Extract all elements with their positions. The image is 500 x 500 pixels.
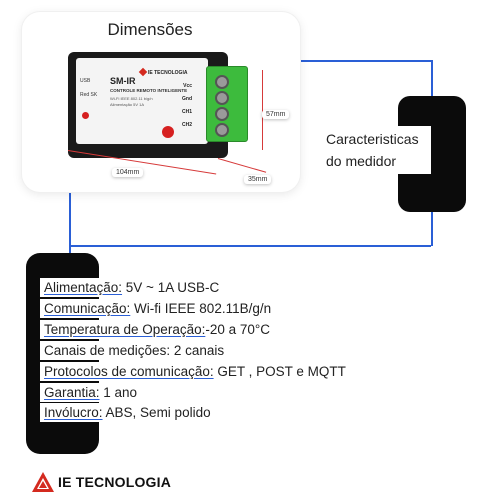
terminal-block <box>206 66 248 142</box>
device-pin-labels: Vcc Gnd CH1 CH2 <box>182 83 193 128</box>
device-model: SM-IR <box>110 76 136 86</box>
device-subtitle: CONTROLE REMOTO INTELIGENTE <box>110 88 188 93</box>
characteristics-label: Caracteristicas do medidor <box>316 126 431 174</box>
brand-logo-icon <box>32 472 54 492</box>
spec-row: Comunicação: Wi-fi IEEE 802.11B/g/n <box>40 299 276 318</box>
spec-row: Garantia: 1 ano <box>40 383 142 402</box>
height-dimension-label: 57mm <box>262 110 290 119</box>
wifi-icon <box>162 126 174 138</box>
status-led-icon <box>82 112 89 119</box>
device-spec-lines: Wi-Fi IEEE 802.11 b/g/n Alimentação 5V 1… <box>110 96 153 107</box>
screw-icon <box>215 91 229 105</box>
connector-line-right <box>431 60 433 96</box>
spec-row: Alimentação: 5V ~ 1A USB-C <box>40 278 224 297</box>
device-brand: IE TECNOLOGIA <box>148 70 188 76</box>
connector-line-mid <box>69 245 431 247</box>
device-brand-logo-icon <box>138 67 148 77</box>
screw-icon <box>215 107 229 121</box>
width-dimension-label: 104mm <box>112 168 144 177</box>
spec-row: Temperatura de Operação:-20 a 70°C <box>40 320 275 339</box>
screw-icon <box>215 123 229 137</box>
spec-row: Canais de medições: 2 canais <box>40 341 229 360</box>
depth-dimension-label: 35mm <box>244 175 272 184</box>
spec-row: Protocolos de comunicação: GET , POST e … <box>40 362 350 381</box>
device-side-text: USB Red SK <box>80 78 98 98</box>
connector-line-top <box>300 60 432 62</box>
dimensions-title: Dimensões <box>107 20 193 39</box>
brand-name: IE TECNOLOGIA <box>58 474 172 490</box>
device-label: USB Red SK SM-IR IE TECNOLOGIA CONTROLE … <box>76 58 208 144</box>
screw-icon <box>215 75 229 89</box>
connector-line-left <box>69 192 71 253</box>
spec-row: Invólucro: ABS, Semi polido <box>40 403 215 422</box>
connector-line-mid-vertical <box>431 212 433 246</box>
device-image: USB Red SK SM-IR IE TECNOLOGIA CONTROLE … <box>68 52 228 158</box>
